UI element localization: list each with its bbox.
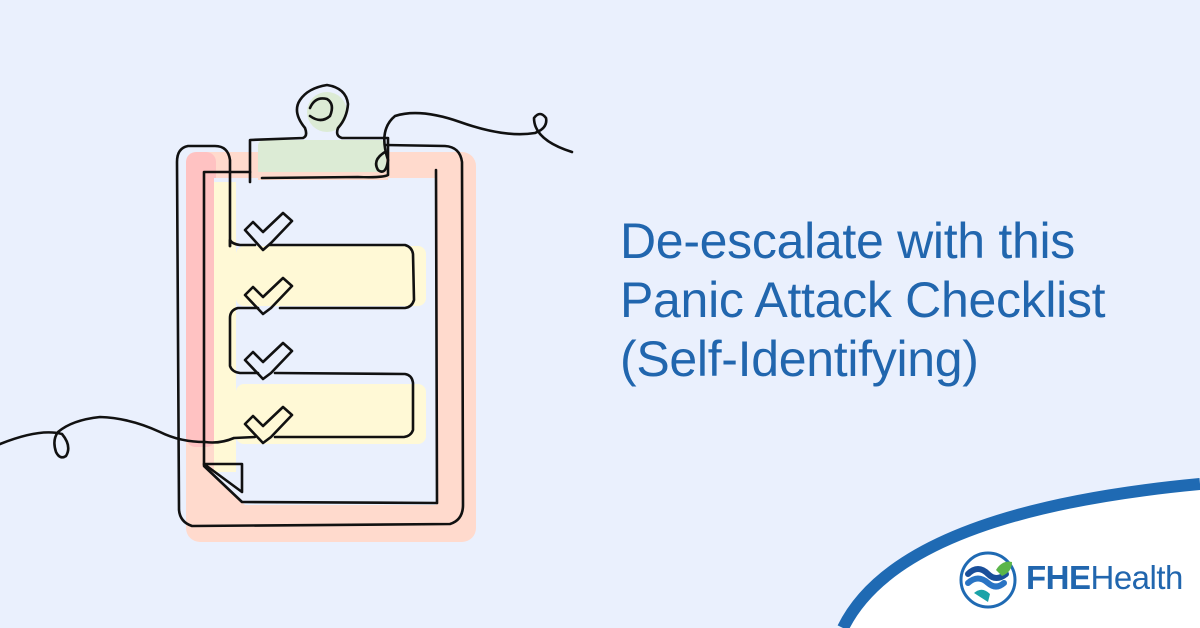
clipboard-color-fills bbox=[186, 92, 476, 542]
checkmark-icon-4 bbox=[243, 405, 294, 445]
checkmark-icons bbox=[243, 211, 294, 445]
checkmark-icon-3 bbox=[243, 341, 294, 381]
headline-line-2: Panic Attack Checklist bbox=[620, 272, 1106, 328]
checkmark-icon-1 bbox=[243, 211, 294, 252]
brand-wordmark: FHEHealth bbox=[1026, 559, 1183, 597]
clipboard-line-art bbox=[0, 83, 574, 528]
brand-logo: FHEHealth bbox=[1022, 544, 1183, 612]
headline-line-1: De-escalate with this bbox=[620, 213, 1076, 269]
brand-name-regular: Health bbox=[1090, 559, 1184, 596]
corner-swoosh bbox=[837, 478, 1200, 628]
headline-line-3: (Self-Identifying) bbox=[620, 331, 979, 387]
checkmark-icon-2 bbox=[243, 276, 294, 316]
heart-wave-leaf-icon bbox=[959, 551, 1017, 609]
headline: De-escalate with this Panic Attack Check… bbox=[620, 212, 1106, 389]
brand-name-bold: FHE bbox=[1026, 559, 1091, 596]
